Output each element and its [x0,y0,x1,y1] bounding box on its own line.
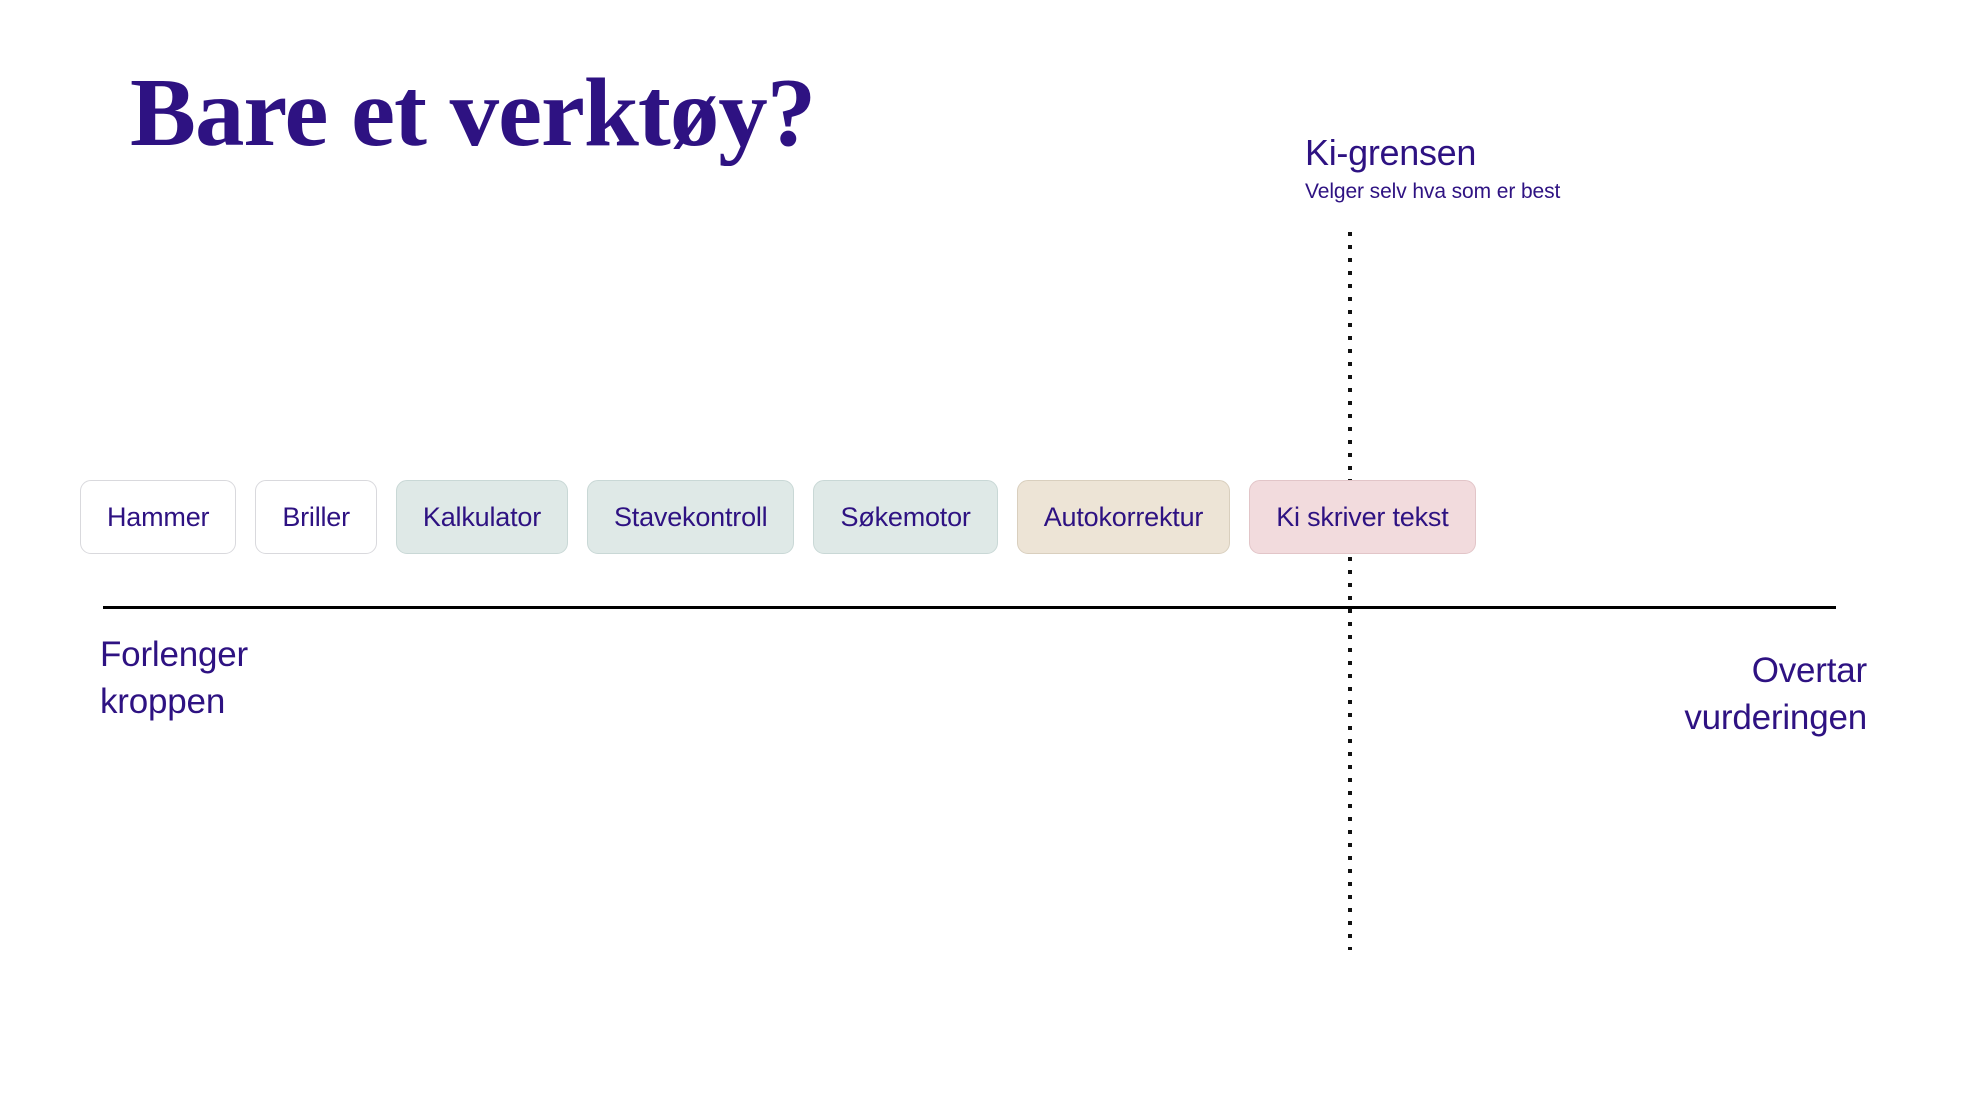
axis-label-left-line1: Forlenger [100,635,248,674]
axis-label-left-line2: kroppen [100,681,226,721]
spectrum-item-stavekontroll[interactable]: Stavekontroll [587,480,795,554]
spectrum-item-briller[interactable]: Briller [255,480,377,554]
spectrum-item-label: Ki skriver tekst [1276,501,1449,532]
axis-label-right: Overtar vurderingen [1684,648,1867,741]
threshold-title: Ki-grensen [1305,132,1477,173]
page-title: Bare et verktøy? [130,59,816,166]
threshold-dotted-line [1348,232,1352,950]
axis-label-right-line1: Overtar [1751,651,1867,690]
spectrum-item-autokorrektur[interactable]: Autokorrektur [1016,480,1231,554]
spectrum-item-label: Hammer [107,501,210,532]
axis-label-left: Forlenger kroppen [100,632,248,725]
spectrum-item-sokemotor[interactable]: Søkemotor [813,480,998,554]
spectrum-item-label: Søkemotor [840,501,971,532]
threshold-subtitle: Velger selv hva som er best [1305,180,1561,204]
spectrum-item-ki-skriver-tekst[interactable]: Ki skriver tekst [1249,480,1476,554]
spectrum-item-row: Hammer Briller Kalkulator Stavekontroll … [80,480,1476,554]
threshold-annotation: Ki-grensen Velger selv hva som er best [1305,132,1725,205]
spectrum-axis-line [103,606,1836,609]
spectrum-item-label: Kalkulator [422,501,541,532]
spectrum-item-label: Stavekontroll [614,501,768,532]
spectrum-item-label: Briller [282,501,350,532]
spectrum-item-kalkulator[interactable]: Kalkulator [395,480,568,554]
spectrum-item-hammer[interactable]: Hammer [80,480,237,554]
axis-label-right-line2: vurderingen [1684,697,1867,737]
spectrum-item-label: Autokorrektur [1043,501,1204,532]
